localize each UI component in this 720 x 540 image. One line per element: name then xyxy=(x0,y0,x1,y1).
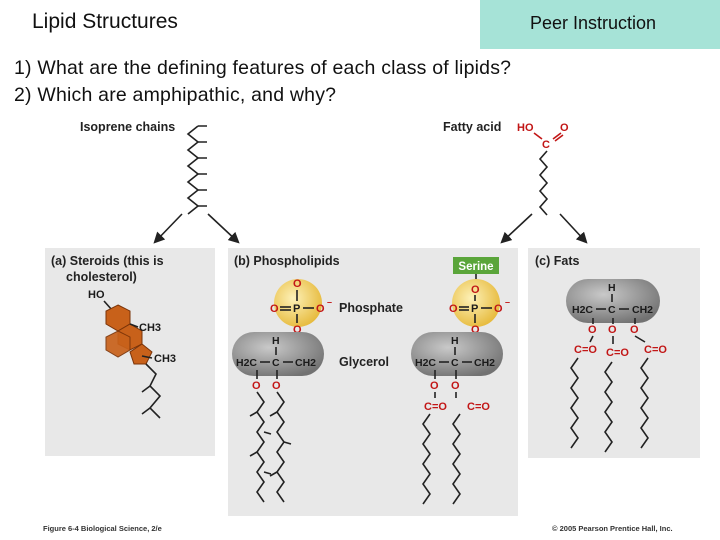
svg-text:O: O xyxy=(630,324,639,336)
svg-text:H: H xyxy=(451,335,459,347)
svg-text:O: O xyxy=(471,284,480,296)
steroids-label-line1: (a) Steroids (this is xyxy=(51,254,164,268)
glycerol-label: Glycerol xyxy=(339,355,389,369)
svg-text:–: – xyxy=(327,297,332,307)
svg-text:O: O xyxy=(588,324,597,336)
fatty-acid-ho: HO xyxy=(517,122,534,134)
svg-text:O: O xyxy=(494,303,503,315)
svg-text:P: P xyxy=(471,303,478,315)
svg-text:O: O xyxy=(252,380,261,392)
question-list: 1) What are the defining features of eac… xyxy=(14,55,511,109)
ester-co-2: C=O xyxy=(467,401,490,413)
fat-co-3: C=O xyxy=(644,344,667,356)
svg-text:O: O xyxy=(270,303,279,315)
svg-text:O: O xyxy=(430,380,439,392)
serine-box xyxy=(453,257,499,274)
ester-co-1: C=O xyxy=(424,401,447,413)
svg-text:P: P xyxy=(293,303,300,315)
fatty-acid-label: Fatty acid xyxy=(443,120,501,134)
svg-text:CH2: CH2 xyxy=(632,304,653,316)
steroid-ch3-upper: CH3 xyxy=(139,322,161,334)
fat-co-1: C=O xyxy=(574,344,597,356)
svg-text:H2C: H2C xyxy=(236,357,257,369)
svg-text:H2C: H2C xyxy=(415,357,436,369)
cholesterol-ho: HO xyxy=(88,289,105,301)
glycerol-backbone-fat xyxy=(566,279,660,323)
fat-co-2: C=O xyxy=(606,347,629,359)
svg-text:H2C: H2C xyxy=(572,304,593,316)
fatty-acid-c: C xyxy=(542,139,550,151)
isoprene-chains-label: Isoprene chains xyxy=(80,120,175,134)
fatty-acid-o: O xyxy=(560,122,569,134)
steroid-rings xyxy=(105,304,153,365)
svg-text:C: C xyxy=(272,357,280,369)
svg-text:O: O xyxy=(471,324,480,336)
steroid-ch3-lower: CH3 xyxy=(154,353,176,365)
peer-instruction-label: Peer Instruction xyxy=(530,13,657,33)
svg-text:O: O xyxy=(272,380,281,392)
svg-text:CH2: CH2 xyxy=(474,357,495,369)
phospholipids-label: (b) Phospholipids xyxy=(234,254,340,268)
question-2: 2) Which are amphipathic, and why? xyxy=(14,84,337,106)
fats-label: (c) Fats xyxy=(535,254,580,268)
serine-label: Serine xyxy=(458,261,493,273)
phosphate-group-2 xyxy=(452,279,500,327)
svg-text:O: O xyxy=(608,324,617,336)
svg-text:O: O xyxy=(449,303,458,315)
svg-text:O: O xyxy=(451,380,460,392)
svg-text:H: H xyxy=(608,282,616,294)
figure-caption-right: © 2005 Pearson Prentice Hall, Inc. xyxy=(552,524,673,533)
svg-text:O: O xyxy=(293,324,302,336)
svg-text:O: O xyxy=(316,303,325,315)
question-1: 1) What are the defining features of eac… xyxy=(14,57,512,79)
glycerol-backbone-2 xyxy=(411,332,503,376)
svg-text:C: C xyxy=(608,304,616,316)
phosphate-label: Phosphate xyxy=(339,301,403,315)
svg-text:O: O xyxy=(293,278,302,290)
peer-instruction-banner xyxy=(480,0,720,49)
figure-caption-left: Figure 6-4 Biological Science, 2/e xyxy=(43,524,162,533)
steroids-label-line2: cholesterol) xyxy=(66,270,137,284)
svg-text:–: – xyxy=(505,297,510,307)
slide-title: Lipid Structures xyxy=(32,10,178,33)
svg-text:H: H xyxy=(272,335,280,347)
svg-text:C: C xyxy=(451,357,459,369)
phosphate-group-1 xyxy=(274,279,322,327)
glycerol-backbone-1 xyxy=(232,332,324,376)
svg-text:CH2: CH2 xyxy=(295,357,316,369)
